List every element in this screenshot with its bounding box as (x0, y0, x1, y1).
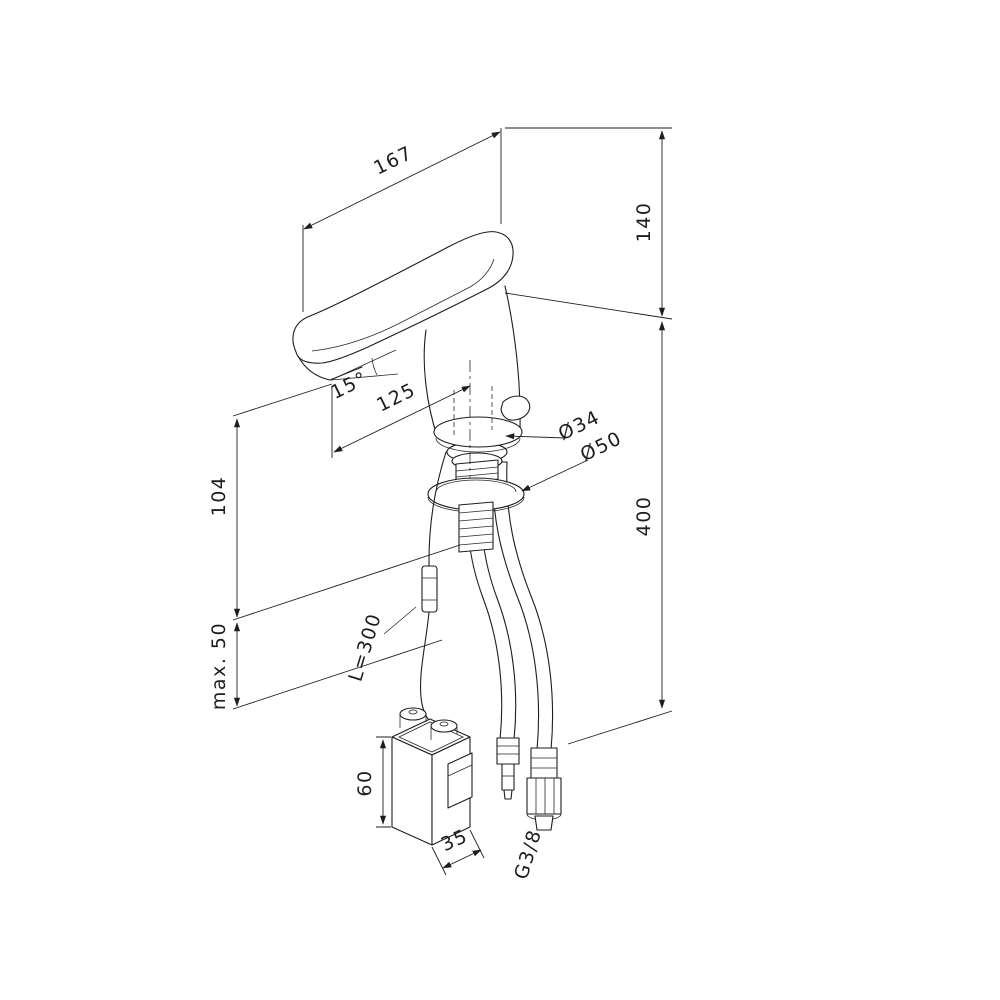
dim-label-lower-height: 104 (208, 476, 230, 517)
battery-box (391, 707, 473, 846)
sensor-cable (419, 451, 447, 732)
dim-label-spout-reach: 125 (373, 379, 419, 417)
faucet-spout (292, 231, 514, 381)
batteries (399, 707, 458, 740)
dim-label-cable-length: L=300 (344, 610, 386, 684)
dim-box-height: 60 (354, 736, 391, 828)
dim-hose-drop: 400 (567, 321, 673, 745)
body-base (433, 416, 523, 448)
dim-cable-length: L=300 (344, 606, 417, 684)
hose-connectors (496, 737, 562, 831)
dim-label-box-height: 60 (354, 769, 376, 796)
dim-label-deck-thickness: max. 50 (208, 622, 230, 710)
g38-nut (526, 777, 562, 815)
dim-label-spout-length: 167 (370, 142, 416, 180)
dim-label-hose-thread: G3/8 (510, 826, 546, 882)
mounting-shank-and-flange (427, 441, 525, 553)
dim-hose-thread: G3/8 (510, 826, 546, 882)
mounting-clip (447, 752, 473, 809)
sensor-lever (500, 395, 531, 421)
dim-label-upper-height: 140 (633, 202, 655, 243)
cable-connector (421, 565, 438, 613)
dim-lower-height: 104 (208, 383, 461, 621)
dim-upper-height: 140 (504, 130, 673, 320)
dim-deck-thickness: max. 50 (208, 622, 443, 710)
dim-label-spout-angle: 15° (327, 367, 371, 404)
dim-label-hose-drop: 400 (633, 496, 655, 537)
